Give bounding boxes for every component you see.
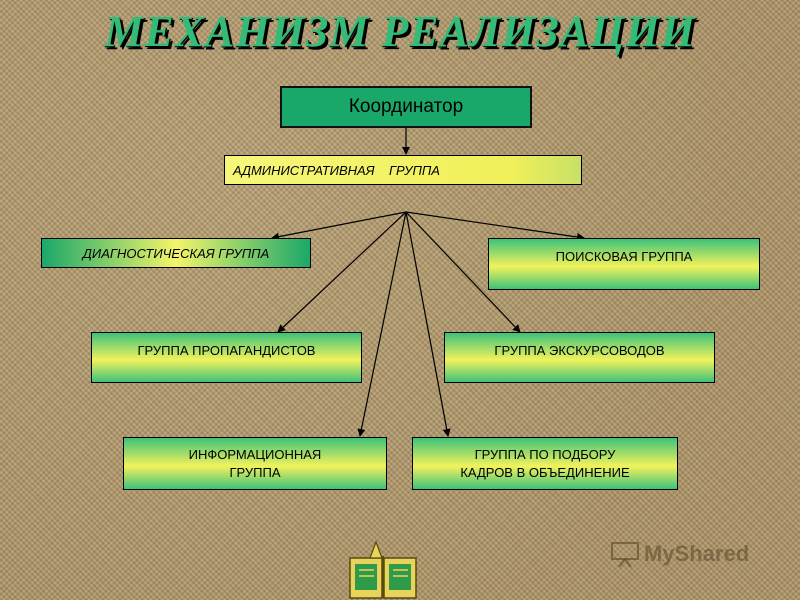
- propaganda-group-box: ГРУППА ПРОПАГАНДИСТОВ: [91, 332, 362, 383]
- excursion-group-box: ГРУППА ЭКСКУРСОВОДОВ: [444, 332, 715, 383]
- diagnostic-group-box: ДИАГНОСТИЧЕСКАЯ ГРУППА: [41, 238, 311, 268]
- page-title: МЕХАНИЗМ РЕАЛИЗАЦИИ: [104, 7, 696, 56]
- edge-admin-search: [405, 211, 585, 241]
- personnel-group-label-line2: КАДРОВ В ОБЪЕДИНЕНИЕ: [460, 464, 630, 480]
- info-group-label-line1: ИНФОРМАЦИОННАЯ: [188, 446, 322, 462]
- edge-admin-propaganda: [277, 211, 407, 333]
- edge-admin-excursion: [405, 211, 521, 333]
- admin-group-box: АДМИНИСТРАТИВНАЯ ГРУППА: [224, 155, 582, 185]
- search-group-box: ПОИСКОВАЯ ГРУППА: [488, 238, 760, 290]
- watermark-text: MyShared: [644, 541, 750, 566]
- coordinator-label: Координатор: [348, 96, 464, 117]
- edge-admin-diagnostic: [271, 211, 407, 241]
- info-group-label-line2: ГРУППА: [229, 464, 281, 480]
- personnel-group-box: ГРУППА ПО ПОДБОРУ КАДРОВ В ОБЪЕДИНЕНИЕ: [412, 437, 678, 490]
- propaganda-group-label: ГРУППА ПРОПАГАНДИСТОВ: [137, 343, 316, 358]
- admin-group-label: АДМИНИСТРАТИВНАЯ ГРУППА: [233, 162, 440, 178]
- edge-admin-info: [357, 211, 407, 437]
- presentation-board-icon: [611, 542, 639, 568]
- coordinator-box: Координатор: [280, 86, 532, 128]
- watermark: MyShared: [610, 538, 749, 570]
- info-group-box: ИНФОРМАЦИОННАЯ ГРУППА: [123, 437, 387, 490]
- personnel-group-label-line1: ГРУППА ПО ПОДБОРУ: [474, 446, 616, 462]
- edge-admin-personnel: [405, 211, 451, 437]
- search-group-label: ПОИСКОВАЯ ГРУППА: [555, 249, 693, 264]
- book-icon: [349, 540, 417, 599]
- excursion-group-label: ГРУППА ЭКСКУРСОВОДОВ: [494, 343, 665, 358]
- diagnostic-group-label: ДИАГНОСТИЧЕСКАЯ ГРУППА: [82, 245, 270, 261]
